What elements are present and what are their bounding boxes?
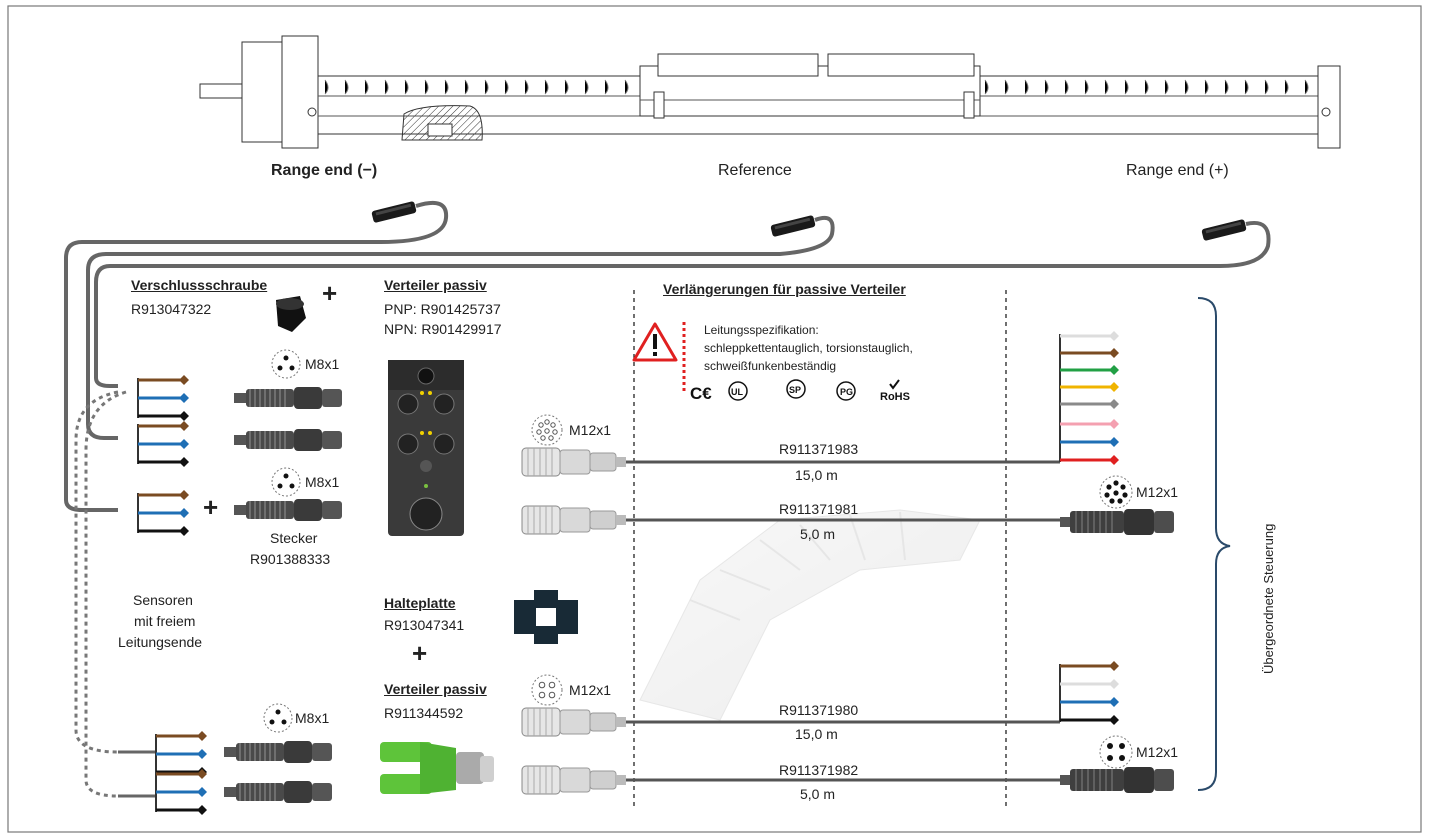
sensor-reference	[770, 214, 816, 238]
cable-4-part: R911371982	[779, 762, 859, 778]
warning-icon	[632, 322, 678, 362]
sensor-cables	[64, 201, 1271, 512]
m8-plug-3	[233, 498, 343, 522]
m8-label-2: M8x1	[305, 474, 340, 490]
m8-plug-2	[233, 428, 343, 452]
m8-plug-4	[223, 740, 333, 764]
m8-pin-diagram-1	[271, 349, 301, 379]
m12-label-4: M12x1	[1136, 744, 1179, 760]
range-end-plus-label: Range end (+)	[1126, 162, 1229, 179]
verteiler-passiv-1-npn: NPN: R901429917	[384, 321, 502, 337]
free-end-sensor-cables	[74, 390, 140, 798]
wire-bundle-3	[136, 488, 191, 538]
verteiler-passiv-2-title: Verteiler passiv	[384, 681, 487, 697]
verschlussschraube-title: Verschlussschraube	[131, 277, 268, 293]
wire-bundle-2	[136, 419, 191, 469]
extension-cable-lines	[620, 460, 1060, 782]
svg-text:RoHS: RoHS	[880, 391, 910, 403]
passive-distributor-1-image	[388, 360, 464, 536]
linear-axis-image	[199, 35, 1341, 149]
m12-plug-white-4	[521, 765, 627, 795]
plus-sign-1: +	[322, 278, 338, 308]
m8-label-1: M8x1	[305, 356, 340, 372]
cable-1-length: 15,0 m	[795, 467, 838, 483]
m12-pin-diagram-2	[1099, 475, 1133, 509]
cable-2-part: R911371981	[779, 501, 859, 517]
m12-label-2: M12x1	[1136, 484, 1179, 500]
verteiler-passiv-1-pnp: PNP: R901425737	[384, 301, 501, 317]
spec-line-1: Leitungsspezifikation:	[704, 323, 819, 337]
m12-label-3: M12x1	[569, 682, 612, 698]
verteiler-passiv-1-title: Verteiler passiv	[384, 277, 487, 293]
sealing-screw-image	[276, 296, 306, 332]
wire-bundle-5	[154, 767, 209, 817]
wire-bundle-4	[154, 729, 209, 779]
sensor-range-end-plus	[1201, 218, 1247, 242]
passive-distributor-2-image	[380, 742, 494, 794]
cable-2-length: 5,0 m	[800, 526, 836, 542]
four-wire-fanout	[1059, 661, 1119, 725]
verlaengerungen-title: Verlängerungen für passive Verteiler	[663, 281, 906, 297]
sensor-range-end-minus	[371, 200, 417, 224]
m12-plug-white-1	[521, 447, 627, 477]
cable-1-part: R911371983	[779, 441, 859, 457]
stecker-part: R901388333	[250, 551, 331, 567]
certification-icons: C€ UL SP PG RoHS	[690, 379, 910, 403]
eight-wire-fanout	[1059, 331, 1119, 465]
controller-bracket	[1197, 297, 1231, 791]
m8-pin-diagram-2	[271, 467, 301, 497]
spec-line-2: schleppkettentauglich, torsionstauglich,	[704, 341, 913, 355]
cable-4-length: 5,0 m	[800, 786, 836, 802]
m12-pin-diagram-4	[1099, 735, 1133, 769]
spec-line-3: schweißfunkenbeständig	[704, 359, 837, 373]
m12-pin-diagram-1	[531, 414, 563, 446]
range-end-minus-label: Range end (−)	[271, 162, 378, 179]
m8-label-3: M8x1	[295, 710, 330, 726]
svg-text:UL: UL	[731, 387, 743, 397]
halteplatte-part: R913047341	[384, 617, 465, 633]
verschlussschraube-part: R913047322	[131, 301, 212, 317]
halteplatte-title: Halteplatte	[384, 595, 456, 611]
holding-plate-image	[514, 590, 578, 644]
m12-plug-white-2	[521, 505, 627, 535]
controller-label: Übergeordnete Steuerung	[1261, 523, 1276, 674]
sensoren-line-1: Sensoren	[133, 592, 193, 608]
reference-label: Reference	[718, 162, 792, 179]
m8-pin-diagram-3	[263, 703, 293, 733]
plus-sign-3: +	[412, 638, 428, 668]
cable-3-length: 15,0 m	[795, 726, 838, 742]
m8-plug-5	[223, 780, 333, 804]
m12-label-1: M12x1	[569, 422, 612, 438]
svg-text:C€: C€	[690, 384, 712, 403]
stecker-label: Stecker	[270, 530, 318, 546]
m8-plug-1	[233, 386, 343, 410]
drag-chain-image	[639, 509, 981, 721]
verteiler-passiv-2-part: R911344592	[384, 705, 464, 721]
m12-plug-dark-1	[1059, 508, 1175, 536]
plus-sign-2: +	[203, 492, 219, 522]
cable-3-part: R911371980	[779, 702, 859, 718]
sensoren-line-3: Leitungsende	[118, 634, 203, 650]
outer-frame	[7, 5, 1422, 833]
m12-plug-dark-2	[1059, 766, 1175, 794]
svg-text:PG: PG	[840, 387, 853, 397]
wire-bundle-1	[136, 373, 191, 423]
m12-plug-white-3	[521, 707, 627, 737]
m12-pin-diagram-3	[531, 674, 563, 706]
svg-text:SP: SP	[789, 385, 801, 395]
sensoren-line-2: mit freiem	[134, 613, 196, 629]
